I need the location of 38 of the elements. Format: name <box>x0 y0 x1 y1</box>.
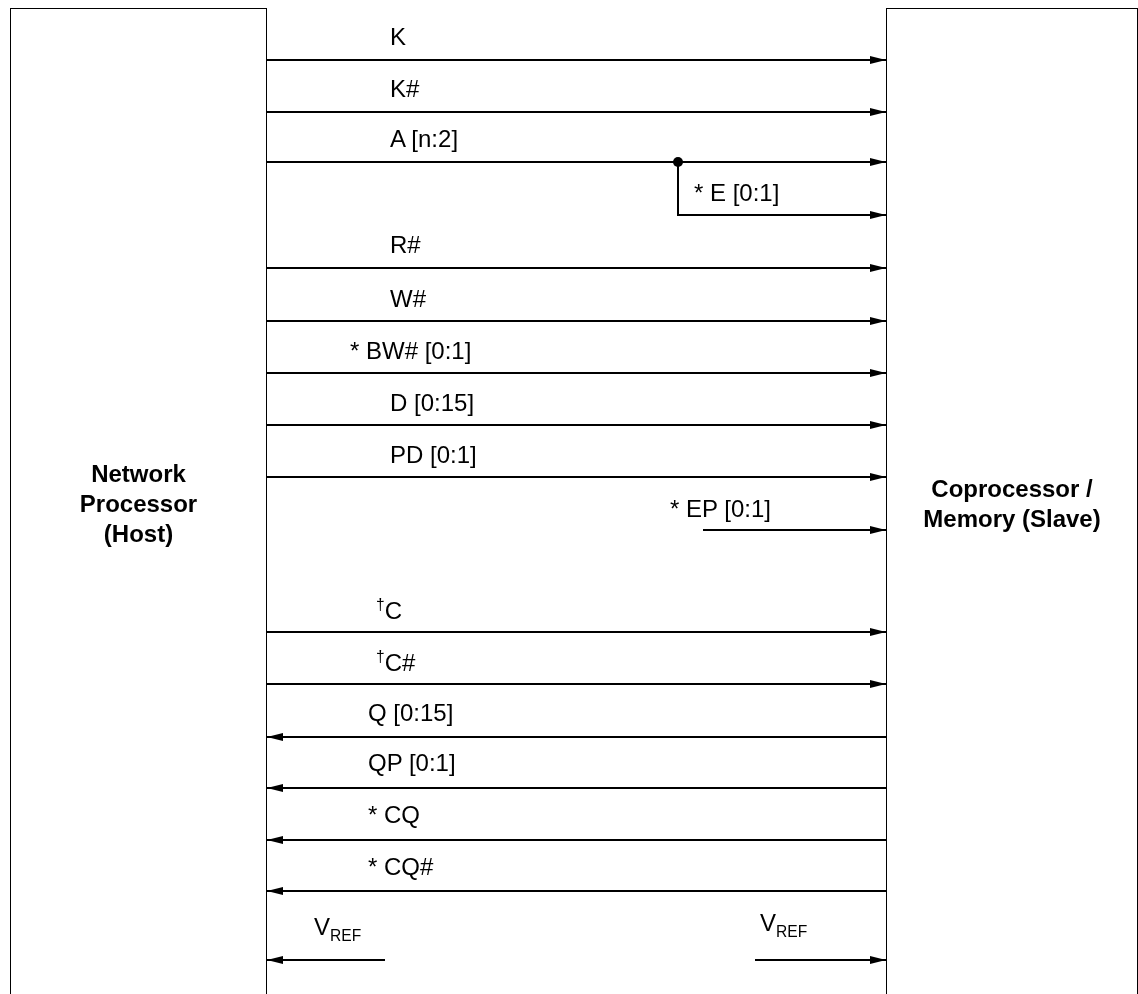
block-box <box>10 8 267 994</box>
signal-label: K <box>390 24 406 50</box>
signal-label: * CQ# <box>368 854 434 880</box>
signal-arrow <box>266 473 887 481</box>
signal-arrow <box>266 369 887 377</box>
signal-label: * E [0:1] <box>694 180 780 206</box>
signal-label: D [0:15] <box>390 390 475 416</box>
block-label: Network Processor (Host) <box>78 458 199 549</box>
block-label: Coprocessor / Memory (Slave) <box>922 473 1102 534</box>
signal-arrow <box>266 680 887 688</box>
signal-label: PD [0:1] <box>390 442 477 468</box>
signal-arrow <box>266 784 887 792</box>
signal-arrow <box>266 628 887 636</box>
signal-arrow <box>266 317 887 325</box>
signal-label: A [n:2] <box>390 126 459 152</box>
signal-label: $^{†}$C# <box>376 647 416 676</box>
signal-arrow <box>266 887 887 895</box>
signal-arrow <box>266 56 887 64</box>
signal-arrow <box>266 264 887 272</box>
signal-arrow <box>266 733 887 741</box>
signal-arrow <box>266 421 887 429</box>
signal-arrow <box>266 836 887 844</box>
signal-label: V$_{REF}$ <box>314 914 362 946</box>
signal-arrow <box>754 956 887 964</box>
signal-label: Q [0:15] <box>368 700 454 726</box>
signal-arrow <box>266 108 887 116</box>
signal-label: V$_{REF}$ <box>760 910 808 942</box>
signal-label: K# <box>390 76 420 102</box>
signal-label: QP [0:1] <box>368 750 456 776</box>
signal-label: * BW# [0:1] <box>350 338 472 364</box>
signal-label: W# <box>390 286 426 312</box>
signal-label: R# <box>390 232 421 258</box>
signal-label: $^{†}$C <box>376 595 403 624</box>
signal-arrow <box>266 956 386 964</box>
signal-label: * EP [0:1] <box>670 496 771 522</box>
block-box <box>886 8 1138 994</box>
signal-arrow <box>702 526 887 534</box>
signal-label: * CQ <box>368 802 420 828</box>
